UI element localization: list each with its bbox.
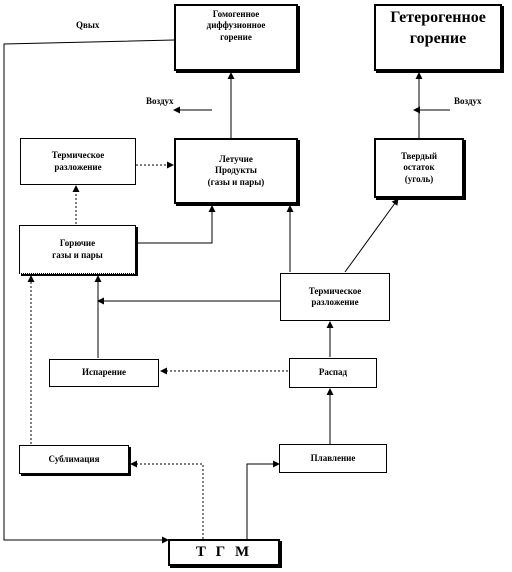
thermal-decomposition-mid-box: Термическое разложение bbox=[280, 273, 390, 321]
air-right-label: Воздух bbox=[454, 96, 482, 106]
evaporation-box: Испарение bbox=[49, 359, 159, 387]
decomposition-box: Распад bbox=[289, 358, 377, 388]
q-out-feedback-line bbox=[3, 39, 175, 544]
air-left-label: Воздух bbox=[146, 96, 174, 106]
tgm-box: Т Г М bbox=[168, 539, 280, 566]
solid-residue-box: Твердый остаток (уголь) bbox=[374, 138, 464, 198]
tgm-to-melting-arrow bbox=[246, 460, 280, 539]
combustible-to-volatile-arrow bbox=[137, 205, 216, 244]
homogeneous-combustion-box: Гомогенное диффузионное горение bbox=[174, 4, 298, 71]
melting-box: Плавление bbox=[279, 444, 387, 473]
sublimation-box: Сублимация bbox=[19, 445, 129, 474]
decomp-mid-to-residue-arrow bbox=[344, 198, 399, 273]
thermal-decomposition-top-box: Термическое разложение bbox=[20, 138, 136, 185]
volatile-products-box: Летучие Продукты (газы и пары) bbox=[174, 138, 298, 204]
tgm-to-sublimation-arrow bbox=[130, 460, 204, 539]
combustible-gases-box: Горючие газы и пары bbox=[19, 225, 136, 274]
q-out-label: Qвых bbox=[76, 20, 100, 30]
heterogeneous-combustion-box: Гетерогенное горение bbox=[374, 4, 502, 71]
